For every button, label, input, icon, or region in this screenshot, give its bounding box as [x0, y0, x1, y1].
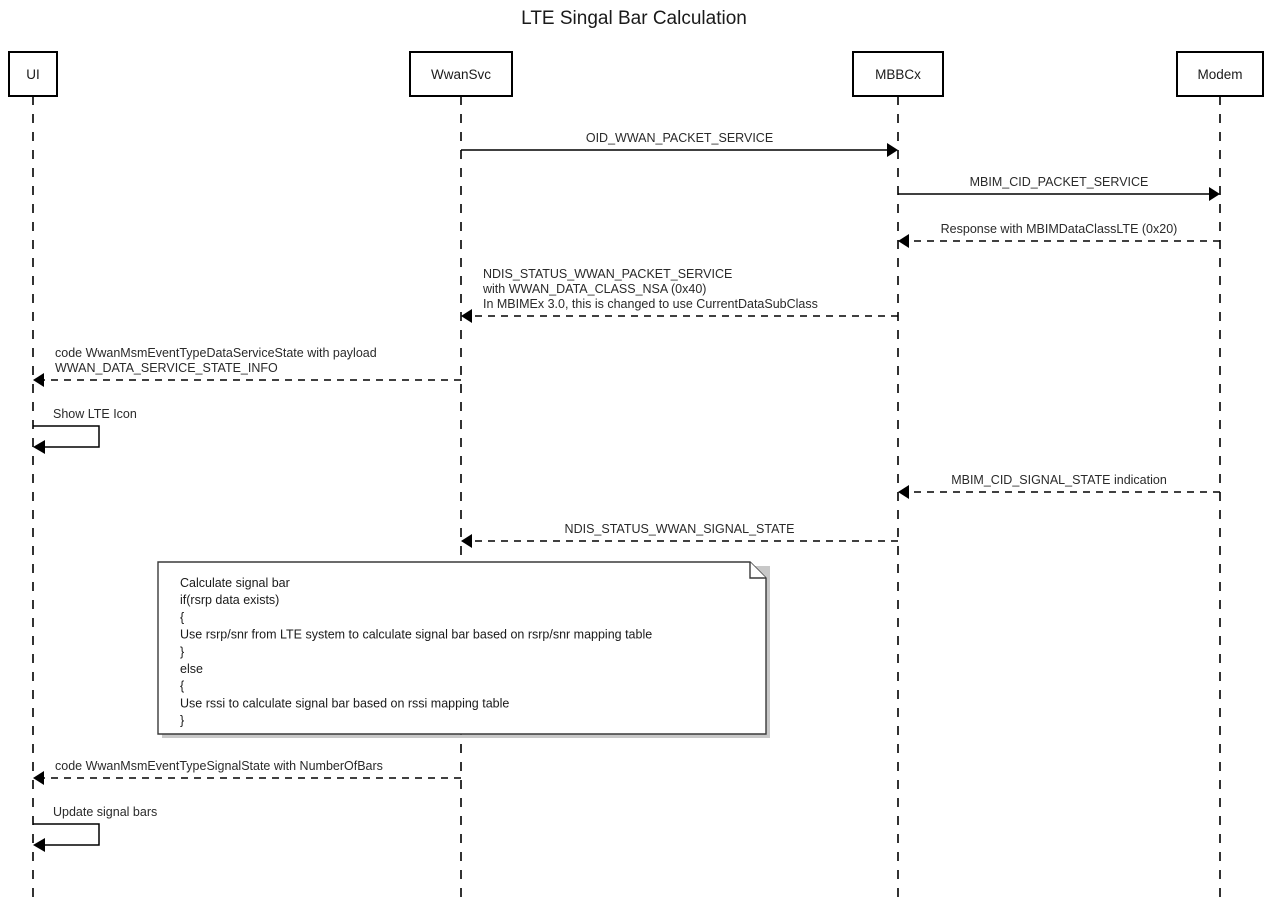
actor-modem[interactable]: Modem: [1176, 51, 1264, 97]
note-line-7: Use rssi to calculate signal bar based o…: [180, 696, 509, 710]
note-line-1: if(rsrp data exists): [180, 593, 279, 607]
self-update-signal-bars-arrowhead: [33, 838, 45, 852]
msg-oid-wwan-packet-service-label-line-0: OID_WWAN_PACKET_SERVICE: [586, 131, 773, 145]
msg-ndis-status-wwan-packet-service-arrowhead: [461, 309, 472, 323]
msg-mbim-cid-packet-service-arrowhead: [1209, 187, 1220, 201]
messages-group: OID_WWAN_PACKET_SERVICE MBIM_CID_PACKET_S…: [33, 131, 1220, 785]
actor-ui[interactable]: UI: [8, 51, 58, 97]
msg-code-wwanmsmeventtypedataservicestate-label-line-0: code WwanMsmEventTypeDataServiceState wi…: [55, 346, 377, 360]
note-group: Calculate signal bar if(rsrp data exists)…: [157, 561, 770, 738]
self-show-lte-icon[interactable]: Show LTE Icon: [33, 407, 137, 454]
note-line-6: {: [180, 679, 184, 693]
note-line-3: Use rsrp/snr from LTE system to calculat…: [180, 628, 652, 642]
msg-code-wwanmsmeventtypesignalstate[interactable]: code WwanMsmEventTypeSignalState with Nu…: [33, 759, 461, 785]
msg-ndis-status-wwan-signal-state-label-line-0: NDIS_STATUS_WWAN_SIGNAL_STATE: [565, 522, 795, 536]
msg-response-mbimdataclasslte-label-line-0: Response with MBIMDataClassLTE (0x20): [941, 222, 1178, 236]
actor-box-ui: [8, 51, 58, 97]
note-fold-icon: [749, 562, 766, 579]
note-line-5: else: [180, 662, 203, 676]
actors-group: UI WwanSvc MBBCx Modem: [8, 51, 1264, 97]
msg-response-mbimdataclasslte[interactable]: Response with MBIMDataClassLTE (0x20): [898, 222, 1220, 248]
actor-mbbcx[interactable]: MBBCx: [852, 51, 944, 97]
actor-label-wwansvc: WwanSvc: [431, 67, 491, 82]
note-line-4: }: [180, 645, 184, 659]
self-update-signal-bars[interactable]: Update signal bars: [33, 805, 157, 852]
note-line-2: {: [180, 610, 184, 624]
msg-response-mbimdataclasslte-arrowhead: [898, 234, 909, 248]
page-title: LTE Singal Bar Calculation: [521, 8, 747, 29]
note-body: [157, 561, 767, 735]
msg-oid-wwan-packet-service[interactable]: OID_WWAN_PACKET_SERVICE: [461, 131, 898, 157]
msg-ndis-status-wwan-signal-state[interactable]: NDIS_STATUS_WWAN_SIGNAL_STATE: [461, 522, 898, 548]
actor-wwansvc[interactable]: WwanSvc: [409, 51, 513, 97]
self-show-lte-icon-path: [33, 425, 100, 448]
msg-mbim-cid-signal-state-indication-label-line-0: MBIM_CID_SIGNAL_STATE indication: [951, 473, 1167, 487]
msg-mbim-cid-signal-state-indication-arrowhead: [898, 485, 909, 499]
msg-ndis-status-wwan-packet-service-label-line-0: NDIS_STATUS_WWAN_PACKET_SERVICE: [483, 267, 732, 281]
msg-ndis-status-wwan-packet-service-label-line-2: In MBIMEx 3.0, this is changed to use Cu…: [483, 297, 818, 311]
actor-box-mbbcx: [852, 51, 944, 97]
actor-box-wwansvc: [409, 51, 513, 97]
msg-mbim-cid-signal-state-indication[interactable]: MBIM_CID_SIGNAL_STATE indication: [898, 473, 1220, 499]
msg-mbim-cid-packet-service[interactable]: MBIM_CID_PACKET_SERVICE: [898, 175, 1220, 201]
actor-label-mbbcx: MBBCx: [875, 67, 921, 82]
actor-box-modem: [1176, 51, 1264, 97]
msg-code-wwanmsmeventtypesignalstate-label-line-0: code WwanMsmEventTypeSignalState with Nu…: [55, 759, 383, 773]
note-line-0: Calculate signal bar: [180, 576, 290, 590]
lifelines-group: [32, 96, 1221, 902]
msg-oid-wwan-packet-service-arrowhead: [887, 143, 898, 157]
note-line-8: }: [180, 714, 184, 728]
self-update-signal-bars-label: Update signal bars: [53, 805, 157, 819]
actor-label-modem: Modem: [1197, 67, 1242, 82]
self-show-lte-icon-arrowhead: [33, 440, 45, 454]
msg-code-wwanmsmeventtypedataservicestate-arrowhead: [33, 373, 44, 387]
msg-code-wwanmsmeventtypesignalstate-arrowhead: [33, 771, 44, 785]
msg-ndis-status-wwan-packet-service-label-line-1: with WWAN_DATA_CLASS_NSA (0x40): [482, 282, 706, 296]
self-show-lte-icon-label: Show LTE Icon: [53, 407, 137, 421]
msg-ndis-status-wwan-signal-state-arrowhead: [461, 534, 472, 548]
msg-code-wwanmsmeventtypedataservicestate[interactable]: code WwanMsmEventTypeDataServiceState wi…: [33, 346, 461, 387]
msg-mbim-cid-packet-service-label-line-0: MBIM_CID_PACKET_SERVICE: [970, 175, 1149, 189]
msg-code-wwanmsmeventtypedataservicestate-label-line-1: WWAN_DATA_SERVICE_STATE_INFO: [55, 361, 278, 375]
self-update-signal-bars-path: [33, 823, 100, 846]
actor-label-ui: UI: [26, 67, 40, 82]
